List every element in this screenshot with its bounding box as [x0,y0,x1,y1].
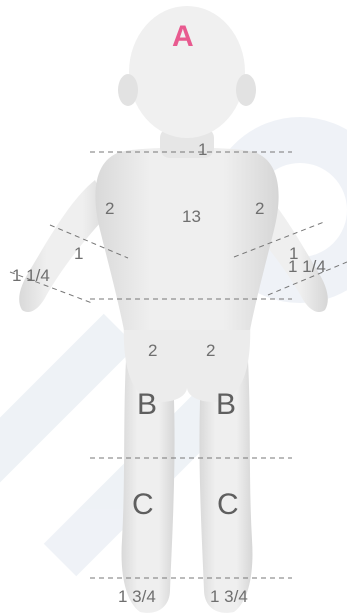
foot-right-label: 1 3/4 [210,588,248,605]
upper-arm-left-label: 2 [105,200,114,217]
buttock-left-label: 2 [148,342,157,359]
trunk-label: 13 [182,208,201,225]
foot-left-label: 1 3/4 [118,588,156,605]
torso [95,148,278,331]
leg-left-label: C [132,490,154,520]
hand-left-label: 1 1/4 [12,267,50,284]
leg-right-label: C [217,490,239,520]
forearm-left-label: 1 [74,245,83,262]
thigh-left-label: B [137,390,157,420]
neck-label: 1 [198,141,207,158]
thigh-right-label: B [216,390,236,420]
buttock-right-label: 2 [206,342,215,359]
head-label: A [172,22,194,52]
upper-arm-right-label: 2 [255,200,264,217]
hand-right-label: 1 1/4 [288,258,326,275]
